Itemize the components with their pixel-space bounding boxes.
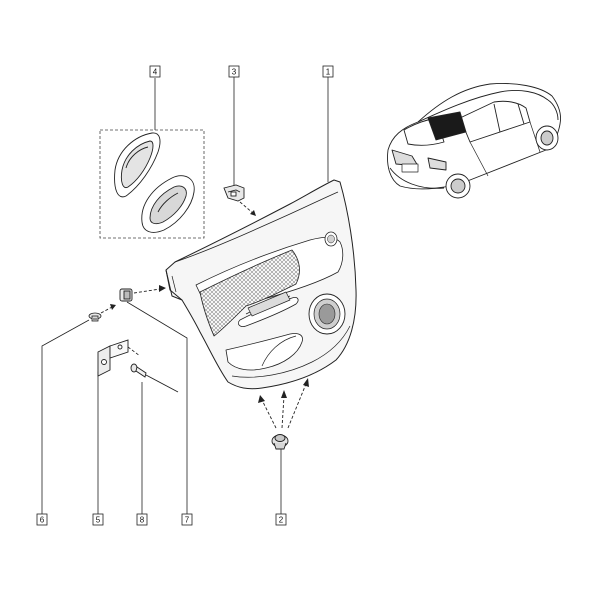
door-trim-panel-part-1 [165,179,357,390]
highlighted-rear-door [427,111,467,141]
assembly-arrow-3 [239,201,255,215]
callout-8-label: 8 [140,516,145,525]
callout-3: 3 [228,65,240,78]
clip-part-3 [223,184,245,202]
callout-5-label: 5 [96,516,101,525]
callout-4: 4 [149,65,161,78]
pin-part-8 [130,363,179,393]
arrowhead-7 [159,285,166,292]
handle-bezel-part-4 [114,132,161,198]
arrowheads-2 [258,378,309,403]
callout-2-label: 2 [279,516,284,525]
callout-5: 5 [92,513,104,526]
callout-6: 6 [36,513,48,526]
callout-1-label: 1 [326,68,331,77]
callout-4-label: 4 [153,68,158,77]
callout-7-label: 7 [185,516,190,525]
callout-1: 1 [322,65,334,78]
callout-8: 8 [136,513,148,526]
arrowhead-6 [110,304,116,310]
assembly-arrows-2 [261,383,307,429]
callout-6-label: 6 [40,516,45,525]
retainer-clip-part-7 [119,288,133,302]
arrowhead-3 [250,210,256,216]
callout-2: 2 [275,513,287,526]
assembly-arrow-7 [133,288,161,294]
callout-7: 7 [181,513,193,526]
fastener-part-2 [271,434,289,450]
assembly-arrow-6 [100,306,113,314]
detail-box-4 [99,129,205,239]
locator-car-illustration [387,83,561,199]
door-handle-part-4 [141,175,195,233]
screw-part-6 [88,312,102,322]
bracket-part-5 [97,339,129,377]
assembly-arrow-5 [127,346,141,357]
callout-3-label: 3 [232,68,237,77]
